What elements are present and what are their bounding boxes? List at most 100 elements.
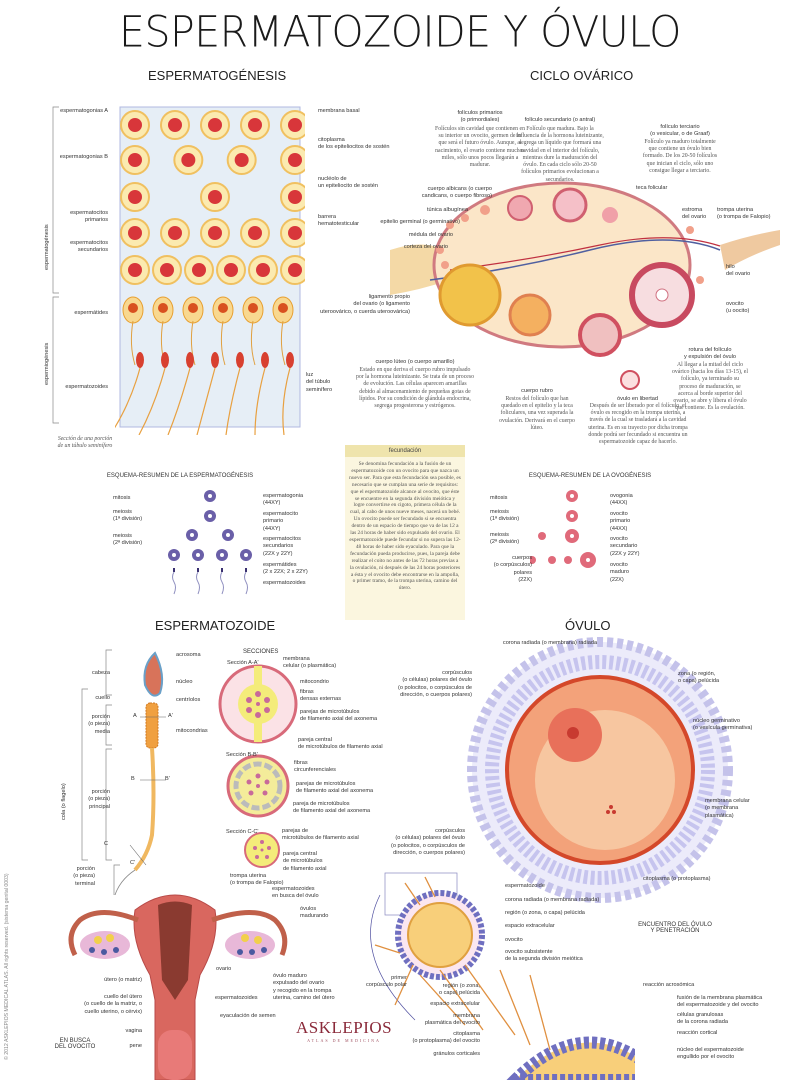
- section-a-title: Sección A-A': [227, 660, 259, 666]
- germ-cell-nucleus: [160, 263, 174, 277]
- pen-label-acrosome-reaction: reacción acrosómica: [643, 982, 695, 988]
- ovum-label-polar-bodies-bottom: corpúsculos (o células) polares del óvul…: [390, 828, 465, 856]
- uterus-label-uterus: útero (o matriz): [104, 977, 142, 983]
- germ-cell-nucleus: [192, 263, 206, 277]
- logo-name: ASKLEPIOS: [296, 1018, 393, 1037]
- enc-label-secondary-oocyte: ovocito subsistente de la segunda divisi…: [505, 949, 583, 963]
- pen-label-oocyte-membrane: membrana plasmática del ovocito: [424, 1013, 480, 1027]
- germ-cell-nucleus: [128, 190, 142, 204]
- cut-c-prime: C': [130, 860, 136, 866]
- scheme-spermatogenesis-title: ESQUEMA-RESUMEN DE LA ESPERMATOGÉNESIS: [106, 473, 254, 479]
- ovo-oogonium: ovogonia (44XX): [610, 493, 633, 507]
- ovum-label-cytoplasm: citoplasma (o protoplasma): [643, 876, 711, 882]
- ovum-label-germinal-nucleus: núcleo germinativo (o vesícula germinati…: [693, 718, 753, 732]
- spermatogenesis-scheme: [168, 490, 252, 595]
- scheme-spermatozoa: espermatozoides: [263, 580, 306, 586]
- scheme-sperm-tail: [244, 571, 248, 595]
- spermatid-tail: [250, 320, 256, 366]
- ovo-meiosis-1: meiosis (1ª división): [490, 509, 520, 523]
- scheme-mitosis: mitosis: [113, 495, 131, 501]
- spermatid-nucleus: [188, 303, 198, 313]
- germ-cell-nucleus: [248, 118, 262, 132]
- germ-cell-nucleus: [168, 226, 182, 240]
- label-fallopian-tube: trompa uterina (o trompa de Falopio): [717, 207, 771, 221]
- label-blood-testis-barrier: barrera hematotesticular: [318, 214, 360, 228]
- label-corpus-albicans: cuerpo albicans (o cuerpo candicans, o c…: [421, 186, 492, 200]
- germ-cell-nucleus: [288, 153, 302, 167]
- enc-label-zona: región (o zona, o capa) pelúcida: [505, 910, 585, 916]
- section-c-title: Sección C-C': [226, 829, 259, 835]
- pen-label-cortical-granules: gránulos corticales: [433, 1051, 480, 1057]
- sperm-head: [161, 352, 169, 368]
- uterus-label-penis: pene: [129, 1043, 142, 1049]
- label-neck: cuello: [95, 695, 110, 701]
- scheme-meiosis-2: meiosis (2ª división): [113, 533, 143, 547]
- scheme-primary-spermatocyte: espermatocito primario (44XY): [263, 511, 299, 532]
- scheme-cell-nucleus: [220, 553, 224, 557]
- corpus-rubrum-title: cuerpo rubro: [521, 388, 553, 394]
- scheme-oogenesis-title: ESQUEMA-RESUMEN DE LA OVOGÉNESIS: [528, 473, 652, 479]
- sperm-head: [286, 352, 294, 368]
- label-tubule-lumen: luz del túbulo seminífero: [306, 372, 333, 393]
- seminiferous-tubule-illustration: [115, 106, 305, 435]
- label-nucleus: núcleo: [176, 679, 193, 685]
- germ-cell-nucleus: [128, 153, 142, 167]
- encounter-illustration: [370, 872, 635, 1080]
- label-spermatogonia-b: espermatogonias B: [59, 154, 108, 160]
- spermatid-nucleus: [278, 303, 288, 313]
- sperm-head: [261, 352, 269, 368]
- spermatid-nucleus: [158, 303, 168, 313]
- germ-cell-nucleus: [208, 118, 222, 132]
- secondary-follicle-text: Folículo que madura. Bajo la influencia …: [516, 126, 604, 183]
- germ-cell-nucleus: [128, 118, 142, 132]
- uterus-label-mature-ovum: óvulo maduro expulsado del ovario y reco…: [273, 973, 335, 1001]
- pen-label-engulfed-nucleus: núcleo del espermatozoide engullido por …: [677, 1047, 744, 1061]
- tertiary-follicle-text: Folículo ya maduro totalmente que contie…: [642, 139, 718, 174]
- label-ovarian-ligament: ligamento propio del ovario (o ligamento…: [320, 294, 410, 315]
- uterus-label-vagina: vagina: [125, 1028, 142, 1034]
- uterus-label-tube: trompa uterina (o trompa de Falopio): [230, 873, 284, 887]
- ovo-polar-bodies: cuerpos (o corpúsculos) polares (22X): [493, 555, 532, 583]
- label-centrioles: centríolos: [176, 697, 201, 703]
- germ-cell-nucleus: [248, 226, 262, 240]
- tertiary-follicle-title: folículo terciario (o vesicular, o de Gr…: [650, 124, 710, 138]
- sec-a-central-pair: pareja central de microtúbulos de filame…: [298, 737, 383, 751]
- label-principal-piece: porción (o pieza) principal: [88, 789, 110, 810]
- scheme-sperm-tail: [196, 571, 200, 595]
- spermatid-tail: [280, 320, 286, 366]
- scheme-sperm-tail: [172, 571, 176, 595]
- cross-sections-illustration: [218, 664, 298, 868]
- sperm-tail: [254, 367, 266, 435]
- scheme-spermatids: espermátides (2 x 22X; 2 x 22Y): [263, 562, 308, 576]
- heading-sperm: ESPERMATOZOIDE: [155, 618, 276, 633]
- label-ovarian-medulla: médula del ovario: [408, 232, 453, 238]
- sec-c-central-pair: pareja central de microtúbulos de filame…: [283, 851, 327, 872]
- ovum-label-zona: zona (o región, o capa) pelúcida: [678, 671, 720, 685]
- sec-b-circumferential-fibers: fibras circunferenciales: [294, 760, 336, 774]
- pen-label-cortical-reaction: reacción cortical: [677, 1030, 718, 1036]
- poster-title: ESPERMATOZOIDE Y ÓVULO: [119, 6, 681, 58]
- label-ovarian-stroma: estroma del ovario: [682, 207, 707, 221]
- heading-ovarian-cycle: CICLO OVÁRICO: [530, 68, 634, 83]
- cut-b-prime: B': [165, 776, 170, 782]
- ovo-cell: [564, 556, 572, 564]
- label-spermatids: espermátides: [74, 310, 108, 316]
- germ-cell-nucleus: [208, 226, 222, 240]
- germ-cell-nucleus: [288, 190, 302, 204]
- secondary-follicle-title: folículo secundario (o antral): [524, 117, 596, 123]
- scheme-cell-nucleus: [208, 514, 212, 518]
- sperm-tail: [138, 367, 166, 435]
- scheme-cell-nucleus: [244, 553, 248, 557]
- uterus-label-ovary: ovario: [216, 966, 232, 972]
- enc-label-oocyte: ovocito: [505, 937, 523, 943]
- copyright-notice: © 2012 ASKLEPIOS MEDICAL ATLAS. All righ…: [4, 873, 10, 1060]
- cut-a-prime: A': [168, 713, 173, 719]
- ovo-cell-nucleus: [570, 514, 574, 518]
- ovo-meiosis-2: meiosis (2ª división): [490, 532, 520, 546]
- germ-cell-nucleus: [234, 153, 249, 167]
- scheme-cell-nucleus: [226, 533, 230, 537]
- enc-label-extracellular: espacio extracelular: [505, 923, 555, 929]
- scheme-sperm-head: [221, 568, 223, 572]
- corpus-luteum-title: cuerpo lúteo (o cuerpo amarillo): [375, 359, 455, 365]
